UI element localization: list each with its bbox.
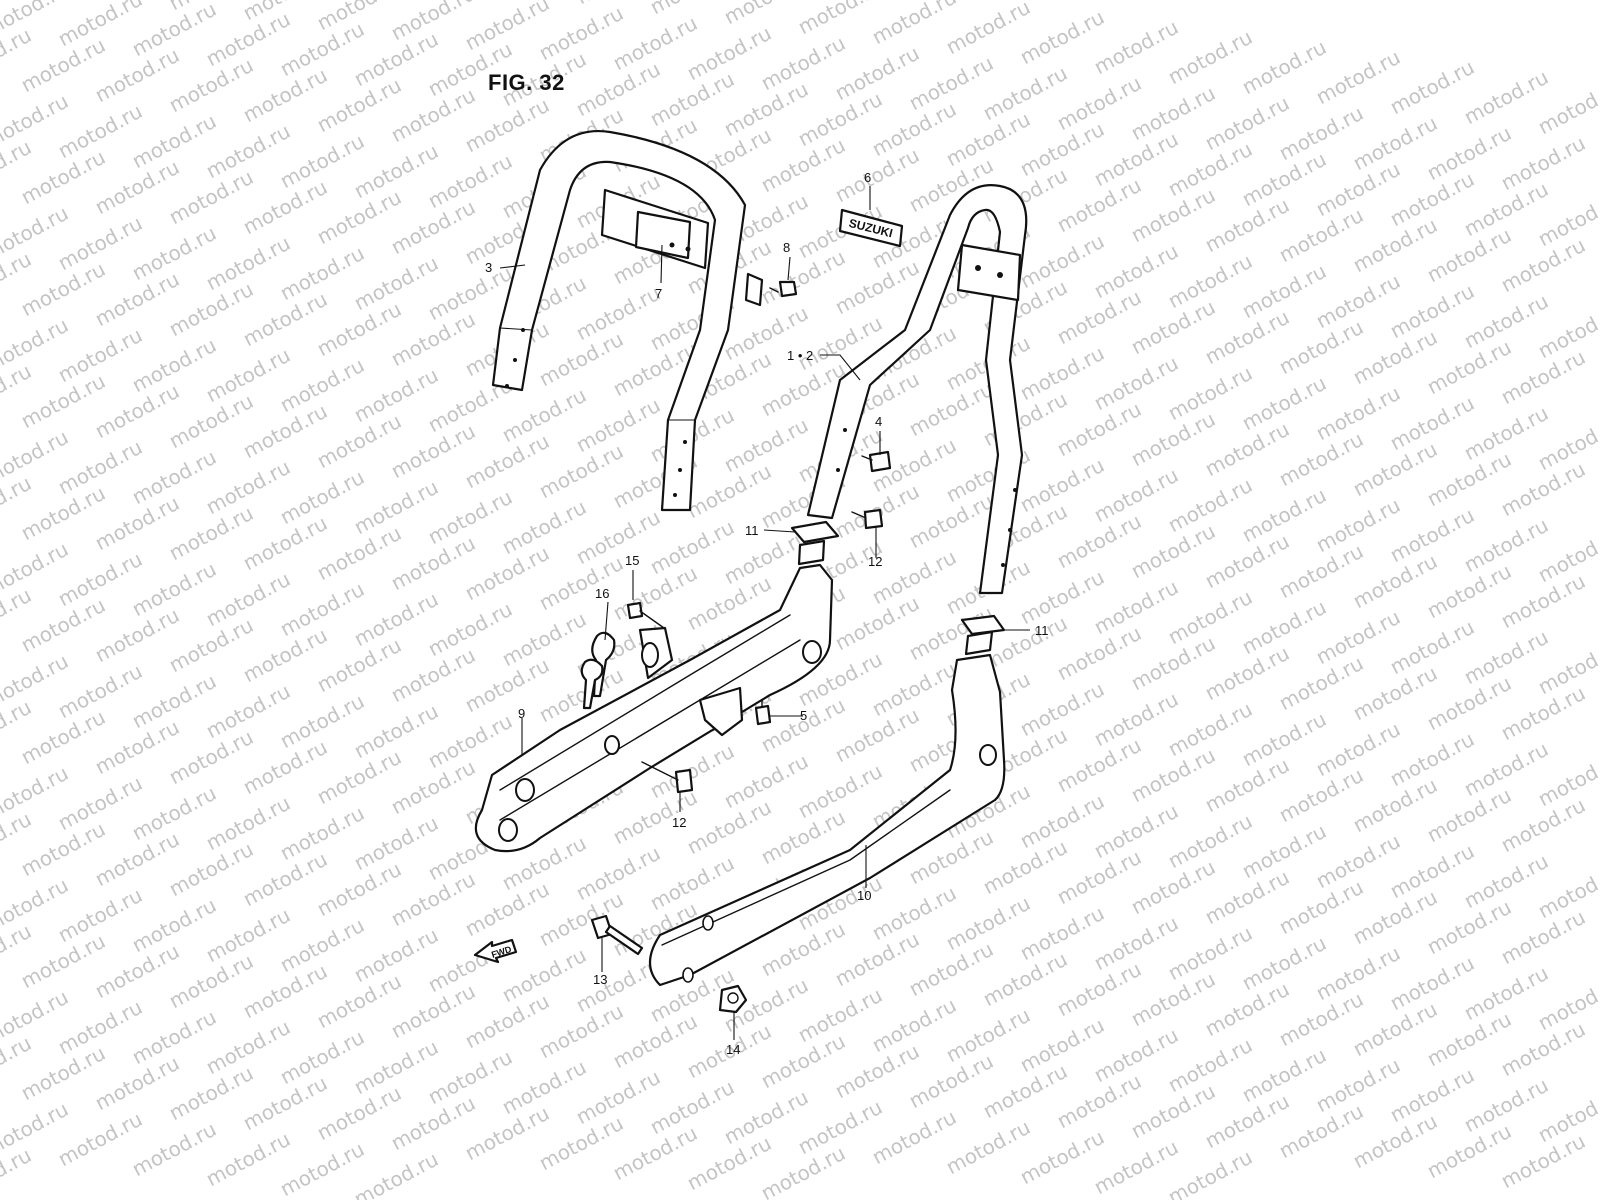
part-14-nut bbox=[718, 984, 748, 1014]
part-1-2-backrest-frame bbox=[806, 184, 1028, 595]
callout-13: 13 bbox=[593, 972, 608, 987]
callout-6: 6 bbox=[864, 170, 872, 185]
leader-lines bbox=[499, 186, 1030, 1040]
callout-16: 16 bbox=[595, 586, 610, 601]
part-15-screw bbox=[626, 601, 665, 629]
callout-9: 9 bbox=[518, 706, 526, 721]
callout-1-2: 1 • 2 bbox=[787, 348, 814, 363]
figure-title: FIG. 32 bbox=[488, 70, 565, 95]
part-9-side-bracket bbox=[474, 563, 834, 853]
callout-3: 3 bbox=[485, 260, 493, 275]
callout-14: 14 bbox=[726, 1042, 741, 1057]
part-7-plate bbox=[600, 188, 764, 307]
fwd-arrow-icon: FWD bbox=[473, 938, 518, 964]
part-6-emblem: SUZUKI bbox=[838, 208, 904, 248]
callout-5: 5 bbox=[800, 708, 808, 723]
part-11-grommet-upper bbox=[790, 520, 840, 566]
part-5-bolt bbox=[754, 699, 772, 726]
part-12-bolt-upper bbox=[851, 508, 884, 530]
part-8-screw bbox=[769, 280, 798, 298]
callout-7: 7 bbox=[655, 286, 663, 301]
part-12-bolt-lower bbox=[641, 761, 694, 794]
callout-4: 4 bbox=[875, 414, 883, 429]
part-3-grab-rail bbox=[491, 130, 747, 512]
part-11-grommet-lower bbox=[960, 614, 1006, 656]
callout-11-upper: 11 bbox=[745, 523, 759, 538]
callout-12-upper: 12 bbox=[868, 554, 883, 569]
callout-15: 15 bbox=[625, 553, 640, 568]
callout-8: 8 bbox=[783, 240, 791, 255]
part-4-bolt bbox=[861, 450, 892, 473]
callout-11-lower: 11 bbox=[1035, 623, 1049, 638]
part-16-lock-and-keys bbox=[580, 626, 674, 710]
part-13-long-bolt bbox=[590, 914, 644, 956]
callout-12-lower: 12 bbox=[672, 815, 687, 830]
part-10-side-bracket bbox=[648, 653, 1006, 987]
callout-10: 10 bbox=[857, 888, 872, 903]
